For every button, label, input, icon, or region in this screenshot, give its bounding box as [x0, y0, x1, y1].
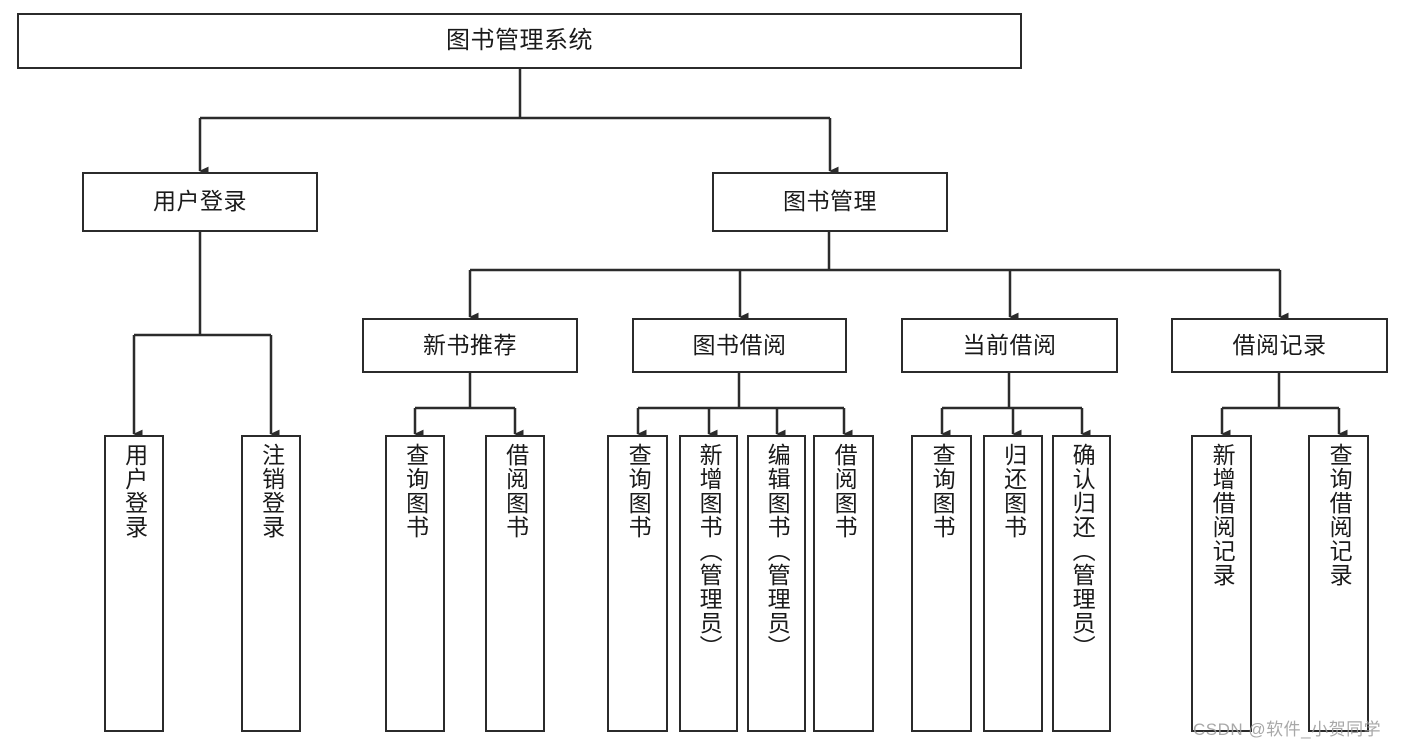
- node-label: 图书借阅: [692, 331, 787, 358]
- node-borrow-record[interactable]: 借阅记录: [1171, 318, 1388, 373]
- node-label: 新书推荐: [423, 331, 517, 358]
- node-cb-query[interactable]: 查询图书: [911, 435, 972, 732]
- node-label: 归还图书: [1000, 443, 1027, 539]
- node-label: 借阅图书: [831, 443, 858, 539]
- csdn-watermark: CSDN @软件_小贺同学: [1193, 720, 1382, 739]
- node-br-add[interactable]: 新增借阅记录: [1191, 435, 1252, 732]
- node-book-borrow[interactable]: 图书借阅: [632, 318, 847, 373]
- node-label: 用户登录: [121, 443, 148, 539]
- node-bb-query[interactable]: 查询图书: [607, 435, 668, 732]
- node-rec-borrow[interactable]: 借阅图书: [485, 435, 545, 732]
- node-label: 查询图书: [625, 443, 652, 539]
- node-label: 用户登录: [153, 188, 247, 215]
- node-label: 借阅图书: [502, 443, 529, 539]
- node-label: 查询借阅记录: [1326, 443, 1353, 587]
- node-leaf-login[interactable]: 用户登录: [104, 435, 164, 732]
- node-label: 新增借阅记录: [1209, 443, 1236, 587]
- node-leaf-logout[interactable]: 注销登录: [241, 435, 301, 732]
- node-label: 当前借阅: [962, 331, 1057, 358]
- node-current-borrow[interactable]: 当前借阅: [901, 318, 1118, 373]
- node-root[interactable]: 图书管理系统: [17, 13, 1022, 69]
- node-label: 借阅记录: [1232, 331, 1327, 358]
- node-label: 查询图书: [402, 443, 429, 539]
- node-label: 图书管理系统: [446, 26, 593, 54]
- node-label: 确认归还（管理员）: [1069, 443, 1096, 659]
- node-bb-borrow[interactable]: 借阅图书: [813, 435, 874, 732]
- node-label: 图书管理: [783, 188, 877, 215]
- node-rec-query[interactable]: 查询图书: [385, 435, 445, 732]
- node-bb-edit[interactable]: 编辑图书（管理员）: [747, 435, 806, 732]
- node-label: 查询图书: [929, 443, 956, 539]
- node-user-login[interactable]: 用户登录: [82, 172, 318, 232]
- node-label: 注销登录: [258, 443, 285, 539]
- edge-layer: [132, 69, 1348, 439]
- node-book-manage[interactable]: 图书管理: [712, 172, 948, 232]
- node-label: 新增图书（管理员）: [696, 443, 723, 659]
- node-new-book-rec[interactable]: 新书推荐: [362, 318, 578, 373]
- node-bb-add[interactable]: 新增图书（管理员）: [679, 435, 738, 732]
- node-cb-return[interactable]: 归还图书: [983, 435, 1043, 732]
- node-label: 编辑图书（管理员）: [764, 443, 791, 659]
- node-cb-confirm[interactable]: 确认归还（管理员）: [1052, 435, 1111, 732]
- node-br-query[interactable]: 查询借阅记录: [1308, 435, 1369, 732]
